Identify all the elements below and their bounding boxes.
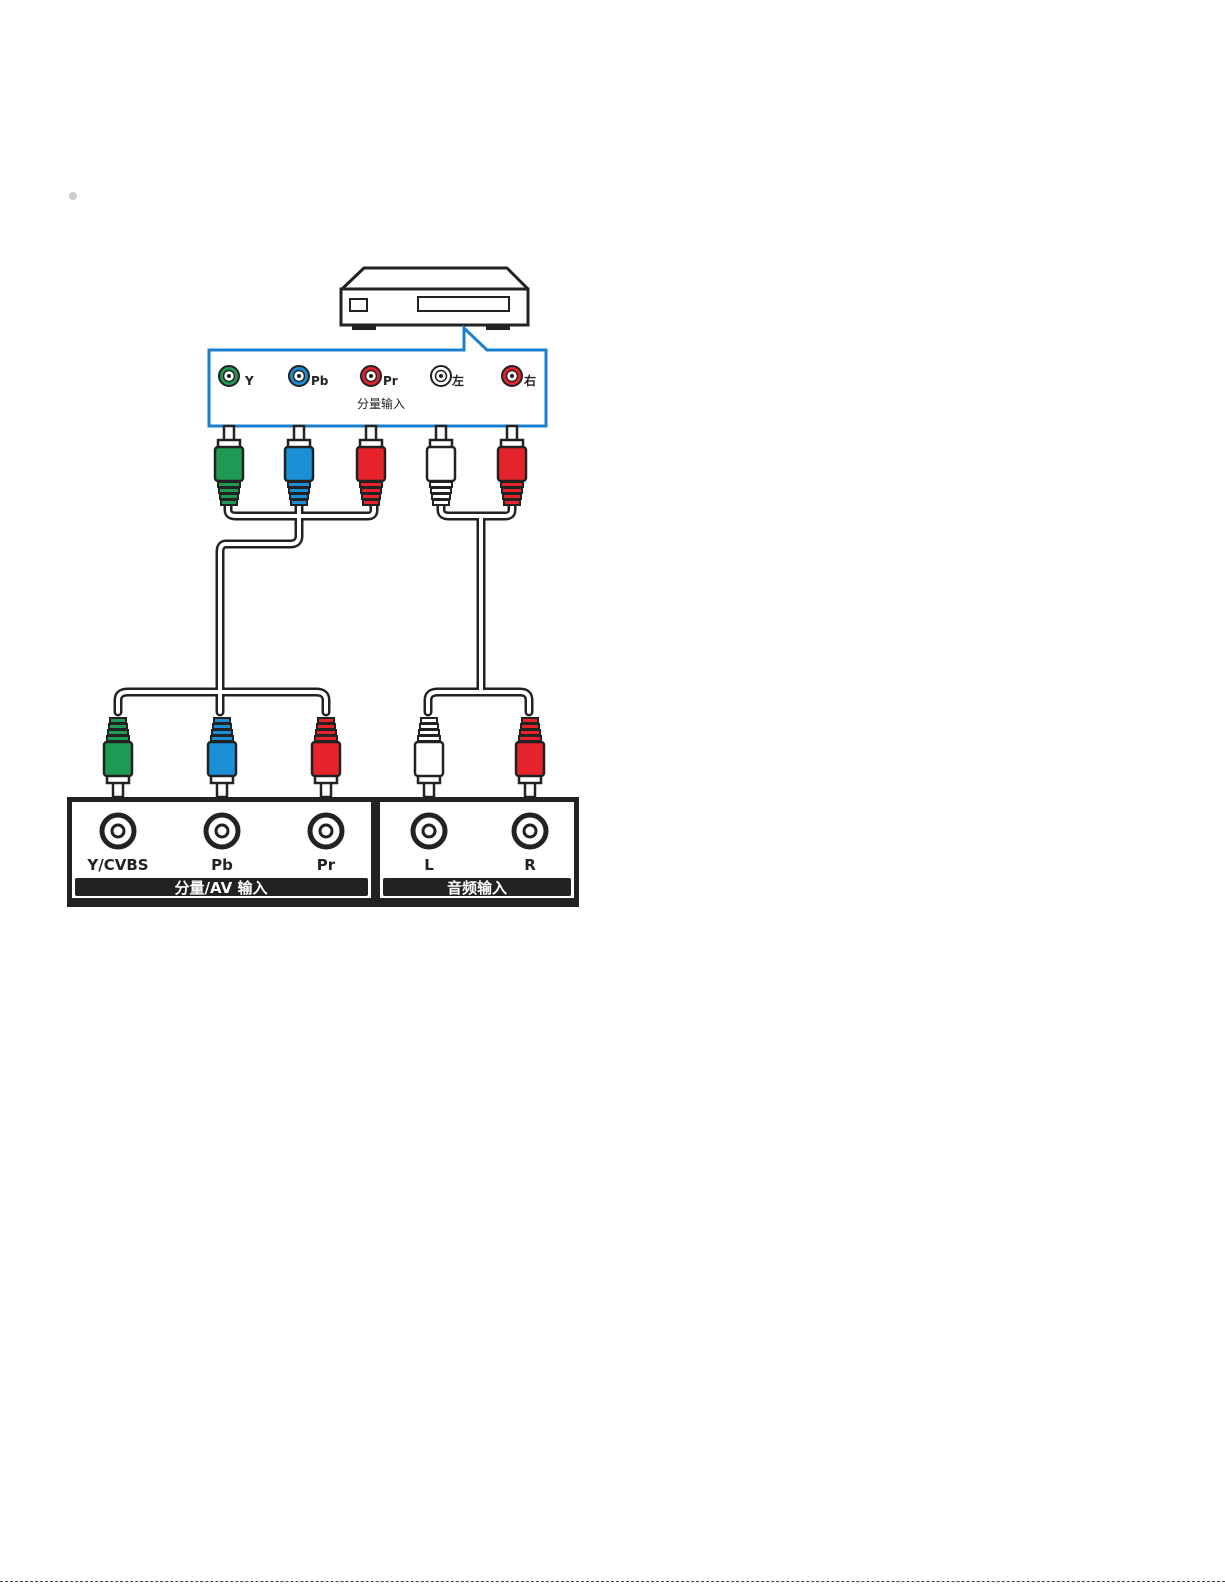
- source-jack-label: Pr: [383, 374, 398, 388]
- source-jack-label: Pb: [311, 374, 329, 388]
- plug-grip-ring: [211, 736, 233, 741]
- source-plug-2: [285, 426, 313, 505]
- plug-grip-ring: [290, 494, 308, 499]
- plug-grip-ring: [212, 730, 232, 735]
- audio-cable-outline: [428, 500, 529, 712]
- plug-grip-ring: [360, 482, 382, 487]
- tv-jack-hole: [524, 825, 536, 837]
- source-jack-pin: [369, 374, 373, 378]
- plug-grip-ring: [220, 494, 238, 499]
- plug-grip-ring: [109, 724, 127, 729]
- tv-plug-2: [208, 718, 236, 797]
- cables: [118, 500, 529, 712]
- plug-grip-ring: [504, 500, 520, 505]
- plug-body: [427, 447, 455, 481]
- plug-grip-ring: [288, 482, 310, 487]
- plug-body: [498, 447, 526, 481]
- plug-grip-ring: [421, 718, 437, 723]
- plug-grip-ring: [433, 500, 449, 505]
- source-plug-3: [357, 426, 385, 505]
- plug-grip-ring: [316, 730, 336, 735]
- plug-body: [285, 447, 313, 481]
- tv-jack-hole: [216, 825, 228, 837]
- plug-body: [208, 742, 236, 776]
- component-cable-core: [118, 500, 374, 712]
- plug-body: [104, 742, 132, 776]
- plug-grip-ring: [521, 724, 539, 729]
- tv-jack-hole: [320, 825, 332, 837]
- plug-grip-ring: [522, 718, 538, 723]
- tv-plug-3: [312, 718, 340, 797]
- plug-body: [357, 447, 385, 481]
- page-bottom-rule: [0, 1581, 1225, 1582]
- plug-grip-ring: [519, 736, 541, 741]
- tv-jack-label: Pb: [211, 856, 233, 874]
- bullet-dot: [69, 192, 77, 200]
- source-plug-1: [215, 426, 243, 505]
- plug-grip-ring: [363, 500, 379, 505]
- tv-plug-5: [516, 718, 544, 797]
- tv-plug-1: [104, 718, 132, 797]
- tv-jack-hole: [423, 825, 435, 837]
- source-jack-label: 右: [523, 373, 536, 388]
- audio-group-label: 音频输入: [447, 879, 507, 897]
- plug-grip-ring: [289, 488, 309, 493]
- tv-side-plugs: [104, 718, 544, 797]
- source-jack-pin: [297, 374, 301, 378]
- source-jack-label: Y: [244, 374, 254, 388]
- plug-grip-ring: [108, 730, 128, 735]
- plug-grip-ring: [520, 730, 540, 735]
- tv-plug-4: [415, 718, 443, 797]
- plug-body: [215, 447, 243, 481]
- plug-grip-ring: [214, 718, 230, 723]
- plug-grip-ring: [315, 736, 337, 741]
- plug-body: [516, 742, 544, 776]
- plug-grip-ring: [317, 724, 335, 729]
- plug-grip-ring: [107, 736, 129, 741]
- plug-grip-ring: [431, 488, 451, 493]
- tv-jack-label: R: [524, 856, 536, 874]
- plug-grip-ring: [418, 736, 440, 741]
- source-plug-4: [427, 426, 455, 505]
- source-panel-title: 分量输入: [357, 396, 405, 411]
- tv-jack-label: Pr: [317, 856, 336, 874]
- plug-grip-ring: [501, 482, 523, 487]
- tv-jack-hole: [112, 825, 124, 837]
- source-jack-pin: [227, 374, 231, 378]
- plug-grip-ring: [361, 488, 381, 493]
- source-device: [341, 268, 528, 330]
- plug-grip-ring: [430, 482, 452, 487]
- plug-grip-ring: [503, 494, 521, 499]
- tv-jack-label: L: [424, 856, 434, 874]
- plug-grip-ring: [420, 724, 438, 729]
- plug-grip-ring: [221, 500, 237, 505]
- device-top: [342, 268, 528, 289]
- component-cable-outline: [118, 500, 374, 712]
- plug-grip-ring: [219, 488, 239, 493]
- plug-grip-ring: [213, 724, 231, 729]
- plug-grip-ring: [318, 718, 334, 723]
- device-button: [350, 299, 367, 311]
- plug-grip-ring: [362, 494, 380, 499]
- plug-grip-ring: [218, 482, 240, 487]
- source-side-plugs: [215, 426, 526, 505]
- plug-grip-ring: [502, 488, 522, 493]
- device-foot-left: [352, 325, 376, 330]
- plug-grip-ring: [419, 730, 439, 735]
- tv-jack-label: Y/CVBS: [86, 856, 148, 874]
- plug-grip-ring: [110, 718, 126, 723]
- device-disc-slot: [418, 297, 509, 311]
- plug-grip-ring: [291, 500, 307, 505]
- device-foot-right: [486, 325, 510, 330]
- plug-body: [312, 742, 340, 776]
- component-group-label: 分量/AV 输入: [175, 879, 268, 897]
- source-jack-pin: [439, 374, 443, 378]
- plug-body: [415, 742, 443, 776]
- tv-panel: 分量/AV 输入 音频输入 Y/CVBS Pb Pr L R: [67, 797, 579, 907]
- plug-grip-ring: [432, 494, 450, 499]
- source-jack-pin: [510, 374, 514, 378]
- source-jack-label: 左: [451, 373, 464, 388]
- source-plug-5: [498, 426, 526, 505]
